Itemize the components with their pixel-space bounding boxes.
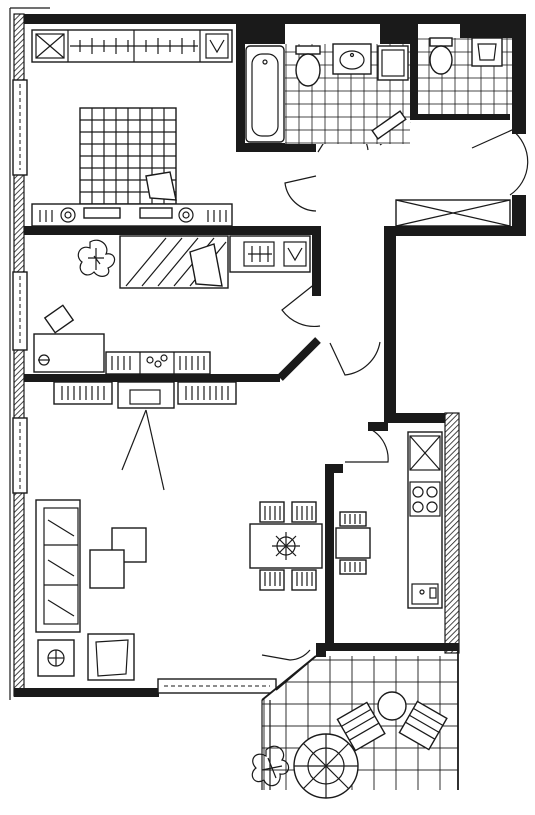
wc <box>429 24 512 75</box>
living-room <box>35 381 323 694</box>
hall-wardrobe <box>395 199 511 227</box>
kitchen <box>335 431 443 609</box>
bathroom <box>245 38 512 144</box>
left-windows <box>9 7 50 700</box>
interior-walls <box>24 24 512 644</box>
balcony <box>251 651 459 799</box>
balcony-door-frame <box>275 643 326 691</box>
outer-walls <box>13 13 526 697</box>
study <box>33 235 311 375</box>
bedroom <box>31 29 233 227</box>
